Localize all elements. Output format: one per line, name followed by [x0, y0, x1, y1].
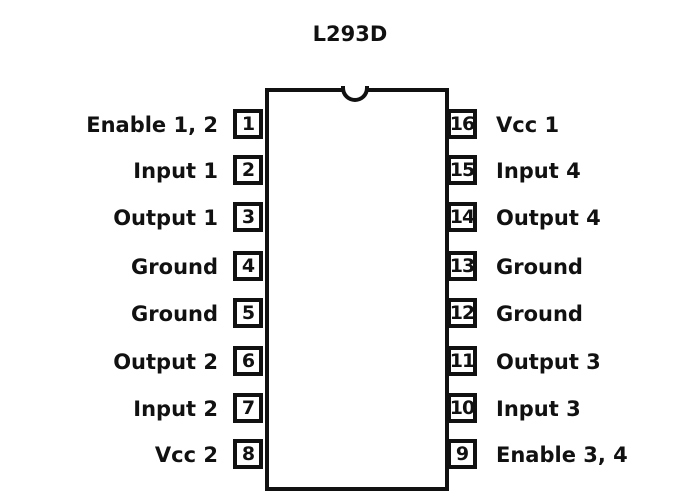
pin-16: 16: [447, 109, 477, 139]
chip-title: L293D: [312, 22, 388, 46]
pin-9: 9: [447, 439, 477, 469]
pin-11-label: Output 3: [496, 350, 601, 374]
pin-13-label: Ground: [496, 255, 583, 279]
chip-body: [265, 88, 449, 491]
pin-1-label: Enable 1, 2: [86, 113, 218, 137]
pin-14-label: Output 4: [496, 206, 601, 230]
pin-3-label: Output 1: [113, 206, 218, 230]
pin-6: 6: [233, 346, 263, 376]
pin-5-label: Ground: [131, 302, 218, 326]
pin-6-label: Output 2: [113, 350, 218, 374]
pin-13: 13: [447, 251, 477, 281]
pin-14: 14: [447, 202, 477, 232]
pin-15: 15: [447, 155, 477, 185]
pin-2-label: Input 1: [133, 159, 218, 183]
pin-5: 5: [233, 298, 263, 328]
pin-12-label: Ground: [496, 302, 583, 326]
pin-4-label: Ground: [131, 255, 218, 279]
chip-notch: [341, 86, 369, 102]
pin-10: 10: [447, 393, 477, 423]
pin-2: 2: [233, 155, 263, 185]
pin-7-label: Input 2: [133, 397, 218, 421]
pin-4: 4: [233, 251, 263, 281]
pin-10-label: Input 3: [496, 397, 581, 421]
pin-11: 11: [447, 346, 477, 376]
pin-12: 12: [447, 298, 477, 328]
pin-7: 7: [233, 393, 263, 423]
pin-3: 3: [233, 202, 263, 232]
pin-9-label: Enable 3, 4: [496, 443, 628, 467]
pin-8-label: Vcc 2: [154, 443, 218, 467]
pin-16-label: Vcc 1: [496, 113, 560, 137]
pin-15-label: Input 4: [496, 159, 581, 183]
pin-8: 8: [233, 439, 263, 469]
pin-1: 1: [233, 109, 263, 139]
